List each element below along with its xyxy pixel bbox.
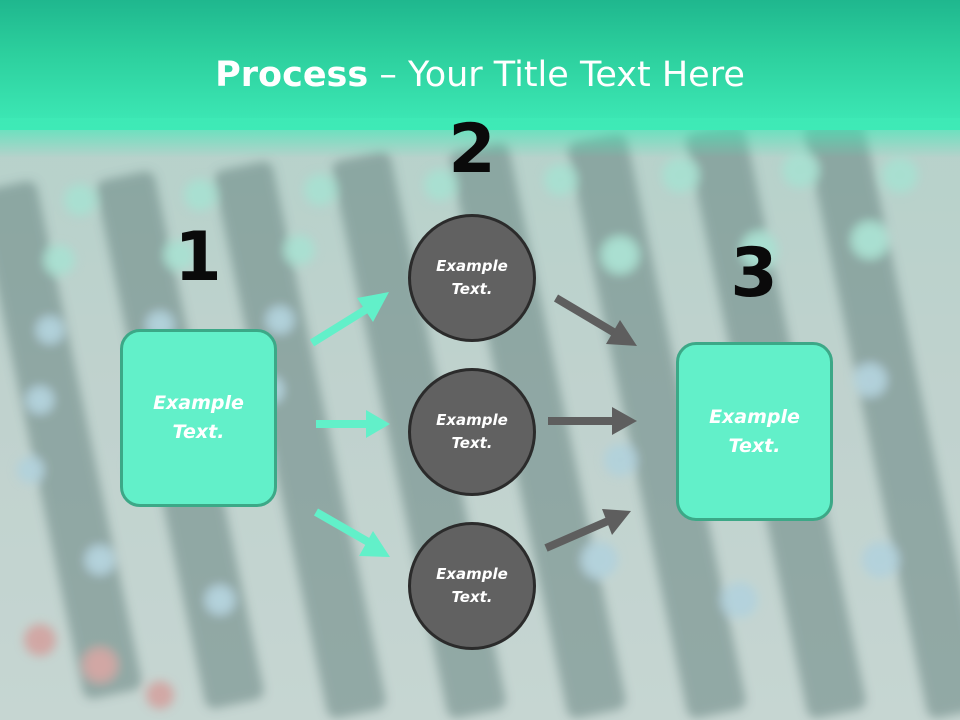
step-2-circle-bottom: Example Text. bbox=[408, 522, 536, 650]
arrow-in-bottom bbox=[314, 508, 390, 557]
step-3-line2: Text. bbox=[728, 434, 781, 457]
arrow-in-top bbox=[309, 292, 389, 347]
arrow-out-middle bbox=[548, 407, 637, 435]
title-bold: Process bbox=[215, 55, 369, 95]
circle-top-line2: Text. bbox=[451, 280, 493, 298]
circle-top-text: Example Text. bbox=[436, 255, 508, 301]
circle-top-line1: Example bbox=[436, 257, 508, 275]
circle-bottom-line2: Text. bbox=[451, 588, 493, 606]
step-2-circle-middle: Example Text. bbox=[408, 368, 536, 496]
step-1-line1: Example bbox=[153, 392, 244, 414]
step-2-circle-top: Example Text. bbox=[408, 214, 536, 342]
arrow-out-top bbox=[553, 294, 637, 346]
step-number-1: 1 bbox=[174, 218, 222, 297]
header-band bbox=[0, 0, 960, 130]
header-fade bbox=[0, 118, 960, 158]
circle-middle-line1: Example bbox=[436, 411, 508, 429]
circle-bottom-line1: Example bbox=[436, 565, 508, 583]
slide-title: Process – Your Title Text Here bbox=[0, 52, 960, 98]
circle-bottom-text: Example Text. bbox=[436, 563, 508, 609]
step-3-box: Example Text. bbox=[676, 342, 833, 521]
step-3-line1: Example bbox=[709, 405, 800, 428]
arrow-in-middle bbox=[316, 410, 390, 438]
title-rest: – Your Title Text Here bbox=[368, 55, 745, 95]
step-number-2: 2 bbox=[448, 110, 496, 189]
step-1-line2: Text. bbox=[172, 421, 225, 443]
step-1-box: Example Text. bbox=[120, 329, 277, 507]
circle-middle-text: Example Text. bbox=[436, 409, 508, 455]
arrow-out-bottom bbox=[544, 509, 631, 552]
step-1-text: Example Text. bbox=[153, 389, 244, 447]
step-3-text: Example Text. bbox=[709, 403, 800, 461]
step-number-3: 3 bbox=[730, 234, 778, 313]
circle-middle-line2: Text. bbox=[451, 434, 493, 452]
